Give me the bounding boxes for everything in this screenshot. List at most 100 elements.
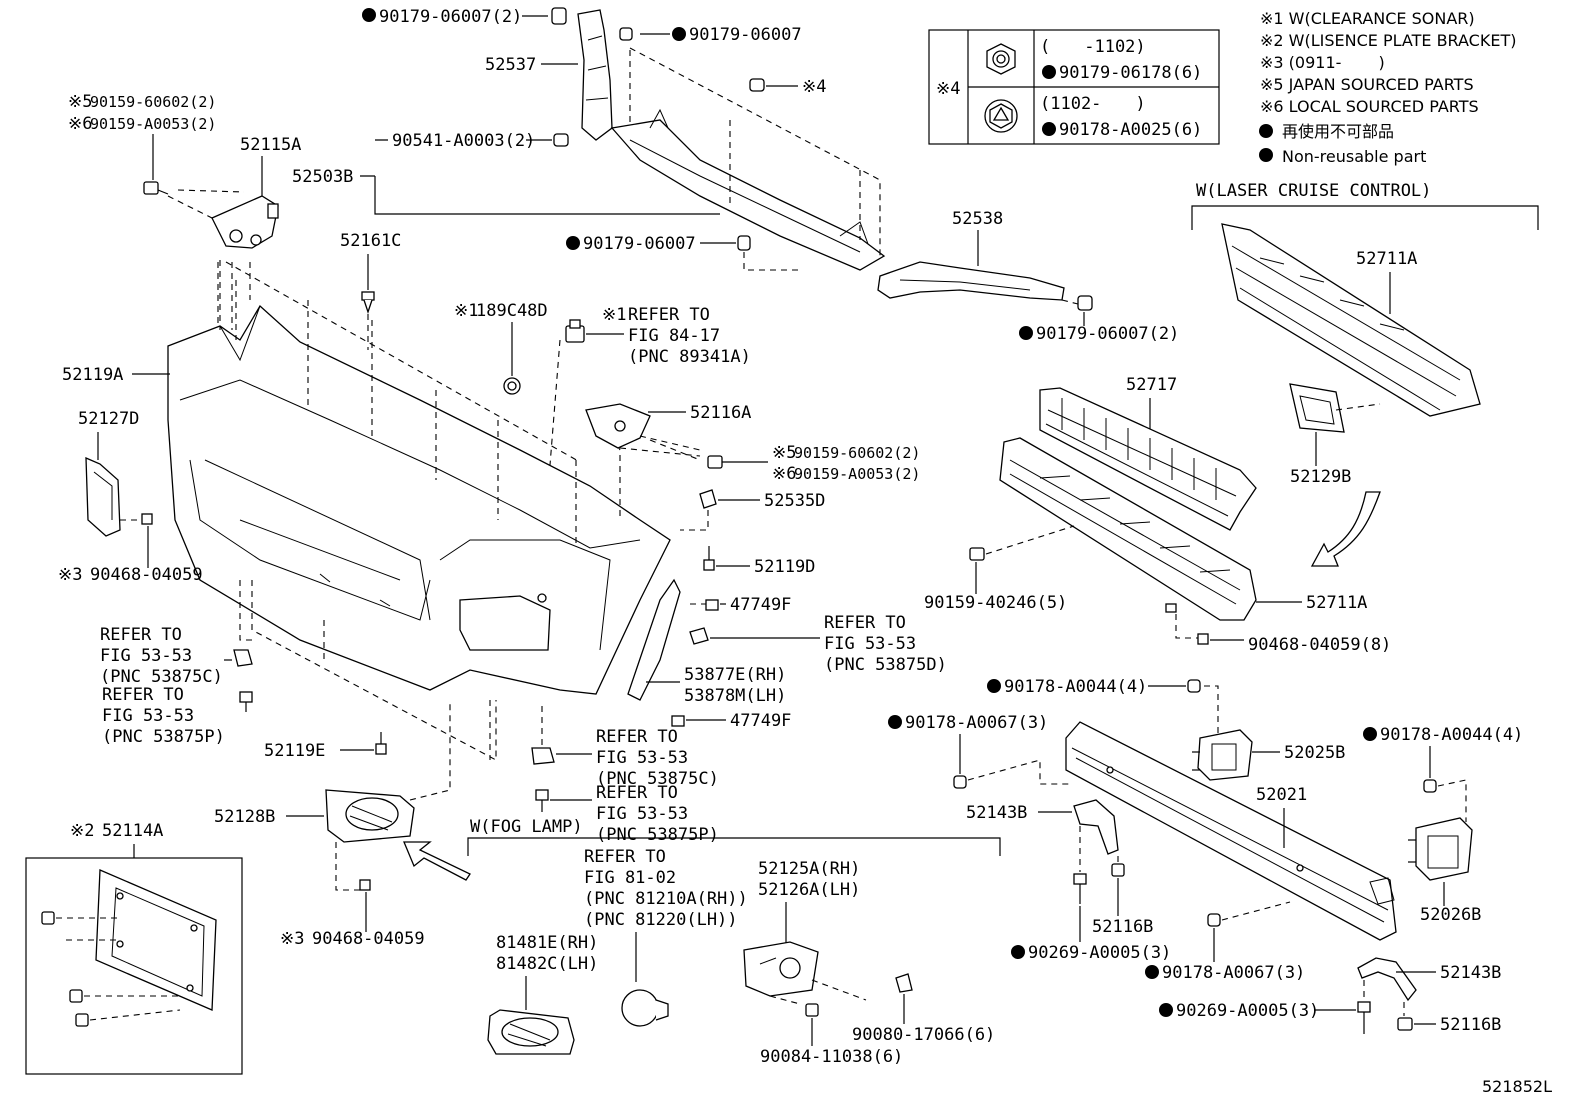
notes-block: ※1 W(CLEARANCE SONAR) ※2 W(LISENCE PLATE…: [1259, 9, 1516, 166]
ref-53-c1-line3: (PNC 53875C): [100, 667, 223, 687]
label-90468-8: 90468-04059(8): [1248, 635, 1391, 655]
nut-icon: [551, 7, 567, 25]
screw-icon: [1111, 863, 1125, 877]
label-52025B: 52025B: [1284, 743, 1345, 763]
bolt-icon: [553, 133, 569, 147]
nut-icon: [619, 27, 633, 41]
mark-2: ※2: [70, 821, 94, 841]
bracket-52537: [577, 9, 613, 141]
label-90269-r: 90269-A0005(3): [1176, 1001, 1319, 1021]
non-reusable-dot-icon: [1259, 124, 1273, 138]
screw-icon: [375, 732, 387, 755]
label-47749F-b: 47749F: [730, 711, 791, 731]
ref-53-c2-line2: FIG 53-53: [596, 748, 688, 768]
clip-icon: [233, 649, 253, 667]
nut-icon: [953, 775, 967, 789]
clip-icon: [1197, 633, 1209, 645]
table-row1-range: ( -1102): [1040, 37, 1146, 57]
ref-81-line4: (PNC 81220(LH)): [584, 910, 738, 930]
label-52116B-l: 52116B: [1092, 917, 1153, 937]
label-52021: 52021: [1256, 785, 1307, 805]
bracket-52143B-left: [1073, 799, 1119, 855]
label-52535D: 52535D: [764, 491, 825, 511]
label-90541: 90541-A0003(2): [392, 131, 535, 151]
note-nonreusable-jp: 再使用不可部品: [1282, 122, 1394, 141]
table-row2-range: (1102- ): [1040, 94, 1146, 114]
label-90468-a: 90468-04059: [90, 565, 203, 585]
grille-52711A-top: [1221, 223, 1481, 417]
screw-icon: [1397, 1017, 1413, 1031]
label-90178-A0044-r: 90178-A0044(4): [1380, 725, 1523, 745]
note-5: ※5 JAPAN SOURCED PARTS: [1260, 75, 1474, 94]
assembly-arrow-icon: [403, 841, 471, 881]
bracket-52026B: [1408, 817, 1473, 881]
non-reusable-dot-icon: [1259, 148, 1273, 162]
fog-bracket-52125A: [743, 941, 819, 997]
mark-5b: ※5: [772, 443, 796, 463]
label-90179-06007-mid: 90179-06007: [583, 234, 696, 254]
table-mark: ※4: [936, 79, 960, 99]
label-52026B: 52026B: [1420, 905, 1481, 925]
ref-81-line3: (PNC 81210A(RH)): [584, 889, 748, 909]
bolt-icon: [707, 455, 768, 469]
ref-53-d-line2: FIG 53-53: [824, 634, 916, 654]
clip-icon: [141, 513, 153, 525]
clip-icon: [689, 627, 709, 645]
bracket-52025B: [1192, 729, 1253, 781]
mark-3a: ※3: [58, 565, 82, 585]
label-52116A: 52116A: [690, 403, 751, 423]
table-row2-part: 90178-A0025(6): [1059, 120, 1202, 140]
ref-53-d-line3: (PNC 53875D): [824, 655, 947, 675]
mark-6b: ※6: [772, 464, 796, 484]
label-52127D: 52127D: [78, 409, 139, 429]
ref-53-p1-line3: (PNC 53875P): [102, 727, 225, 747]
ref-81-line1: REFER TO: [584, 847, 666, 867]
note-nonreusable-en: Non-reusable part: [1282, 147, 1426, 166]
side-bracket-52127D: [85, 457, 121, 537]
screw-icon: [805, 1003, 819, 1017]
label-47749F-a: 47749F: [730, 595, 791, 615]
label-53878M: 53878M(LH): [684, 686, 786, 706]
label-90159-A0053-2-b: 90159-A0053(2): [794, 465, 920, 483]
label-52126A: 52126A(LH): [758, 880, 860, 900]
label-90269-l: 90269-A0005(3): [1028, 943, 1171, 963]
grille-cover-52129B: [1289, 383, 1345, 433]
figure-id: 521852L: [1482, 1077, 1552, 1096]
side-seal-53877E: [627, 578, 681, 701]
nut-icon: [1423, 779, 1437, 793]
flange-nut-icon: [984, 99, 1018, 133]
label-52717: 52717: [1126, 375, 1177, 395]
hex-nut-icon: [986, 43, 1016, 75]
bracket-52143B-right: [1357, 957, 1417, 1002]
label-90159-A0053-2-a: 90159-A0053(2): [90, 115, 216, 133]
mark-189: ※1: [454, 301, 478, 321]
label-52115A: 52115A: [240, 135, 301, 155]
ref-53-c2-line3: (PNC 53875C): [596, 769, 719, 789]
screw-icon: [69, 989, 83, 1003]
label-52119D: 52119D: [754, 557, 815, 577]
curved-arrow-icon: [1310, 491, 1381, 567]
label-52119A: 52119A: [62, 365, 123, 385]
label-90084: 90084-11038(6): [760, 1047, 903, 1067]
grille-52717: [1039, 387, 1257, 531]
label-52143B-r: 52143B: [1440, 963, 1501, 983]
clip-icon: [895, 973, 913, 993]
group-laser-label: W(LASER CRUISE CONTROL): [1196, 181, 1431, 201]
clip-52535D: [699, 489, 717, 509]
label-90179-06007-2-top: 90179-06007(2): [379, 7, 522, 27]
mark-6a: ※6: [68, 114, 92, 134]
label-81482C: 81482C(LH): [496, 954, 598, 974]
ref-53-p1-line1: REFER TO: [102, 685, 184, 705]
fog-cover-52128B: [325, 789, 415, 843]
label-81481E: 81481E(RH): [496, 933, 598, 953]
ref-84-line3: (PNC 89341A): [628, 347, 751, 367]
label-52119E: 52119E: [264, 741, 325, 761]
label-52711A-top: 52711A: [1356, 249, 1417, 269]
note-6: ※6 LOCAL SOURCED PARTS: [1260, 97, 1479, 116]
bolt-icon: [1073, 873, 1087, 904]
label-90179-06007-top: 90179-06007: [689, 25, 802, 45]
bracket-52116A: [585, 403, 651, 449]
ref-53-c1-line1: REFER TO: [100, 625, 182, 645]
label-189C48D: 189C48D: [476, 301, 548, 321]
screw-icon: [969, 547, 985, 561]
